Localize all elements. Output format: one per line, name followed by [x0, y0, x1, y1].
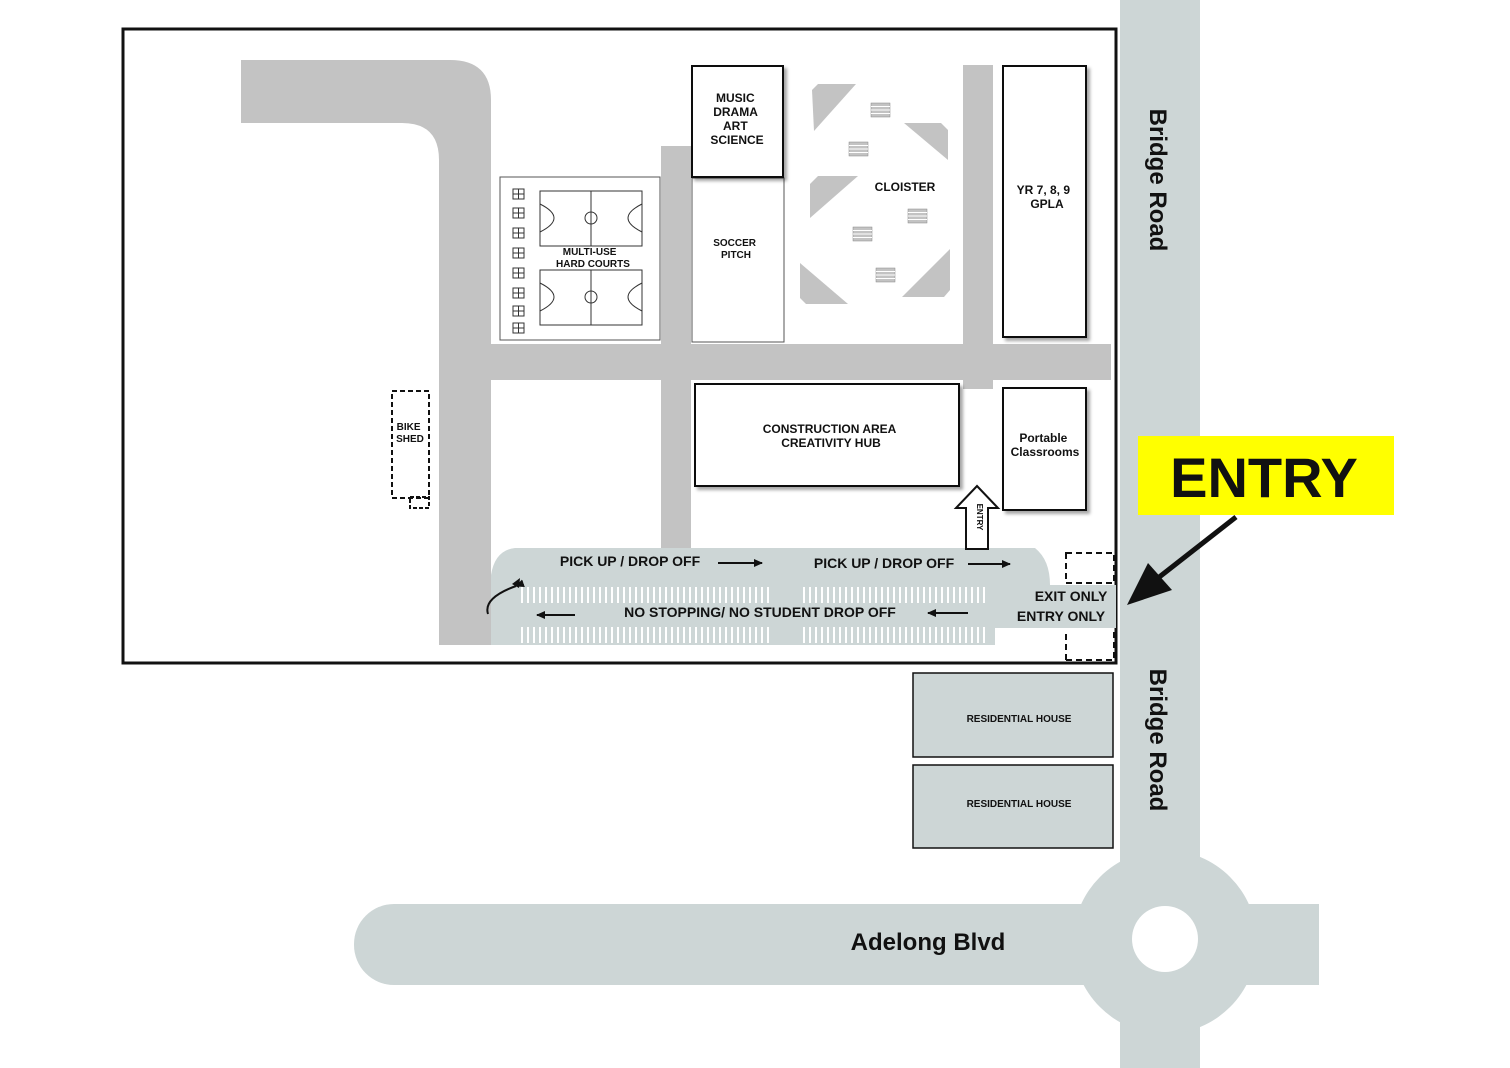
bike-label-1: BIKE: [397, 422, 421, 433]
residential-label-2: RESIDENTIAL HOUSE: [967, 799, 1072, 810]
svg-text:MUSIC DRAMA ART: MUSIC DRAMA ART SCIENCE: [710, 91, 763, 147]
pickup-left-label: PICK UP / DROP OFF: [560, 553, 701, 569]
pickup-right-label: PICK UP / DROP OFF: [814, 555, 955, 571]
svg-text:SOCCER PITCH: SOCCER PITCH: [713, 238, 759, 261]
music-drama-art-science-building: MUSIC DRAMA ART SCIENCE: [691, 65, 784, 178]
main-path: [241, 60, 491, 645]
entry-sign-label: ENTRY: [1170, 446, 1358, 509]
portable-label-2: Classrooms: [1011, 445, 1080, 459]
yr-789-gpla-building: YR 7, 8, 9 GPLA: [1002, 65, 1087, 338]
gate-marker-top: [1065, 552, 1115, 584]
yr-label-1: YR 7, 8, 9: [1017, 183, 1071, 197]
bridge-road-label-upper: Bridge Road: [1144, 109, 1171, 252]
hard-courts: MULTI-USE HARD COURTS: [499, 176, 661, 341]
construction-label-2: CREATIVITY HUB: [781, 436, 881, 450]
yr-label-2: GPLA: [1030, 197, 1064, 211]
bike-label-2: SHED: [396, 434, 424, 445]
svg-text:BIKE SHED: BIKE SHED: [396, 422, 424, 445]
portable-classrooms: Portable Classrooms: [1002, 387, 1087, 511]
svg-text:YR 7, 8, 9 GPLA: YR 7, 8, 9 GPLA: [1017, 183, 1074, 211]
courts-label-1: MULTI-USE: [563, 247, 617, 258]
svg-text:MULTI-USE HARD COURTS: MULTI-USE HARD COURTS: [556, 247, 630, 270]
external-roads: [354, 0, 1319, 1068]
soccer-pitch: SOCCER PITCH: [691, 177, 785, 343]
construction-area-building: CONSTRUCTION AREA CREATIVITY HUB: [694, 383, 960, 487]
portable-label-1: Portable: [1019, 431, 1067, 445]
cloister-benches: [848, 102, 928, 283]
cloister: CLOISTER: [800, 84, 950, 304]
svg-text:CONSTRUCTION AREA CREATI: CONSTRUCTION AREA CREATIVITY HUB: [763, 422, 899, 450]
roundabout-island: [1132, 906, 1198, 972]
entry-only-label: ENTRY ONLY: [1017, 608, 1106, 624]
parking-bays-right: [803, 587, 985, 643]
parking-bays-left: [521, 587, 769, 643]
building-entry-arrow: ENTRY: [953, 484, 1001, 550]
residential-houses: RESIDENTIAL HOUSE RESIDENTIAL HOUSE: [912, 672, 1114, 849]
music-label-3: ART: [723, 119, 748, 133]
courts-label-2: HARD COURTS: [556, 259, 630, 270]
bike-shed: BIKE SHED: [391, 390, 430, 509]
gate-marker-bottom: [1065, 632, 1115, 661]
soccer-label-2: PITCH: [721, 250, 751, 261]
cloister-label: CLOISTER: [875, 180, 936, 194]
exit-only-label: EXIT ONLY: [1035, 588, 1108, 604]
bridge-road-label-lower: Bridge Road: [1144, 669, 1171, 812]
soccer-label-1: SOCCER: [713, 238, 757, 249]
residential-label-1: RESIDENTIAL HOUSE: [967, 714, 1072, 725]
entry-sign: ENTRY: [1127, 436, 1394, 605]
internal-paths: [241, 60, 1111, 645]
adelong-blvd-label: Adelong Blvd: [851, 929, 1006, 956]
construction-label-1: CONSTRUCTION AREA: [763, 422, 897, 436]
music-label-4: SCIENCE: [710, 133, 763, 147]
svg-text:Portable Classrooms: Portable Classrooms: [1011, 431, 1080, 459]
music-label-1: MUSIC: [716, 91, 755, 105]
drop-off-area: [491, 548, 1116, 645]
music-label-2: DRAMA: [713, 105, 758, 119]
entry-small-label: ENTRY: [975, 504, 984, 531]
court-seating: [512, 188, 525, 334]
no-stopping-label: NO STOPPING/ NO STUDENT DROP OFF: [624, 604, 896, 620]
traffic-lanes: PICK UP / DROP OFF PICK UP / DROP OFF NO…: [486, 553, 1108, 624]
entry-pointer-arrow: [1156, 515, 1238, 580]
